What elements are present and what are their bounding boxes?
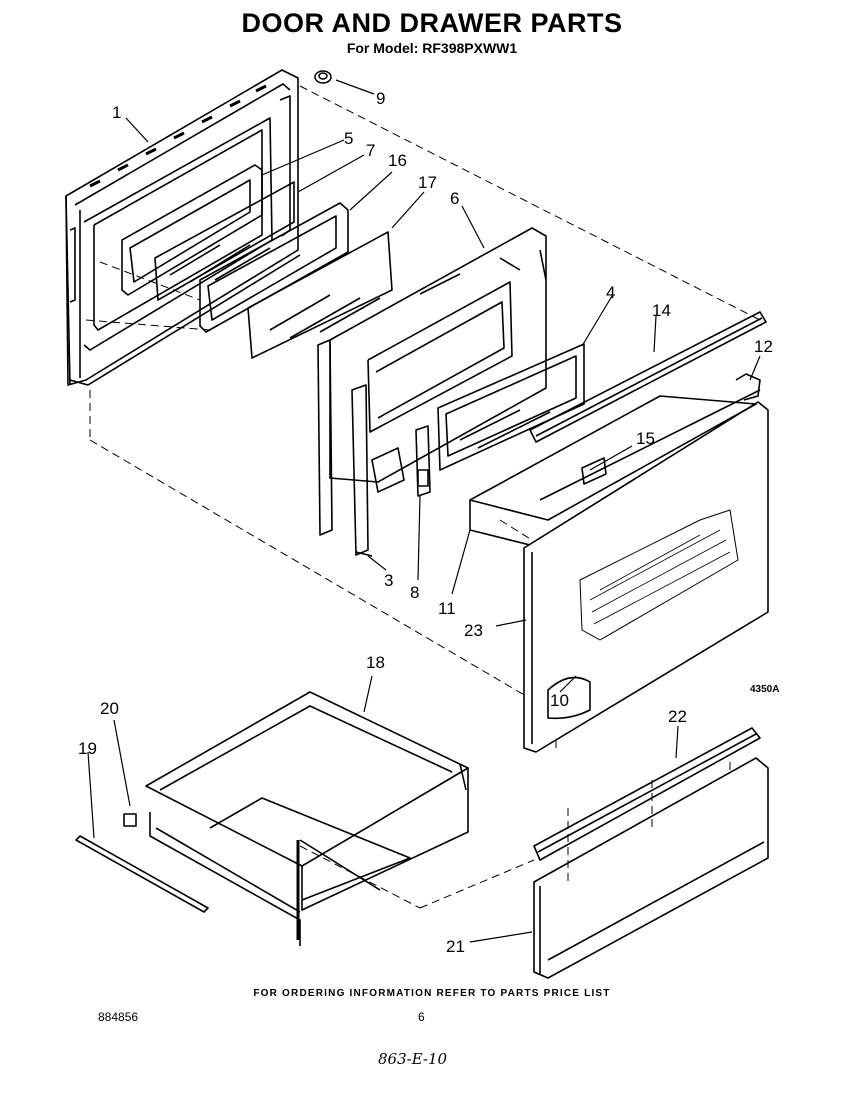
figure-code: 4350A [750, 684, 779, 695]
callout-21: 21 [446, 937, 465, 956]
callout-23: 23 [464, 621, 483, 640]
drawer-body [146, 692, 468, 946]
callout-3: 3 [384, 571, 393, 590]
callout-22: 22 [668, 707, 687, 726]
callout-11: 11 [438, 599, 456, 618]
callout-4: 4 [606, 283, 615, 302]
leader-lines [88, 80, 760, 942]
callout-15: 15 [636, 429, 655, 448]
document-number: 884856 [98, 1010, 139, 1024]
callout-6: 6 [450, 189, 459, 208]
side-rails [318, 340, 372, 556]
callout-17: 17 [418, 173, 437, 192]
outer-door-panel [66, 70, 300, 385]
ordering-note: FOR ORDERING INFORMATION REFER TO PARTS … [253, 988, 611, 999]
model-subtitle: For Model: RF398PXWW1 [346, 40, 518, 56]
glass-pack-frame [200, 203, 348, 332]
outer-door-front [470, 390, 768, 752]
callout-7: 7 [366, 141, 375, 160]
callout-20: 20 [100, 699, 119, 718]
page-number: 6 [418, 1010, 425, 1024]
callout-16: 16 [388, 151, 407, 170]
door-trim [530, 312, 766, 442]
handwritten-note: 863-E-10 [378, 1050, 448, 1068]
drawer-front [534, 758, 768, 978]
slide-rail [76, 836, 208, 912]
callout-8: 8 [410, 583, 419, 602]
callout-12: 12 [754, 337, 773, 356]
glass-panel [248, 232, 392, 358]
drawer-trim [534, 728, 760, 860]
insulation-block [372, 448, 404, 492]
callout-14: 14 [652, 301, 671, 320]
callout-18: 18 [366, 653, 385, 672]
callout-10: 10 [550, 691, 569, 710]
inner-liner-panel [330, 228, 546, 482]
hinge-bracket [416, 426, 430, 496]
callout-5: 5 [344, 129, 353, 148]
inner-glass [438, 344, 584, 470]
handle-cap [736, 374, 760, 400]
latch [582, 458, 606, 484]
callout-19: 19 [78, 739, 97, 758]
window-frame [122, 165, 294, 300]
clip [124, 814, 136, 826]
page-title: DOOR AND DRAWER PARTS [241, 8, 623, 38]
callout-1: 1 [112, 103, 121, 122]
callout-9: 9 [376, 89, 385, 108]
knob-part [314, 70, 332, 84]
